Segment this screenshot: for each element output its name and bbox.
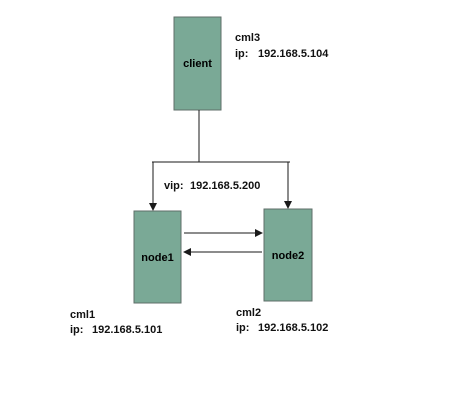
vip-label: vip: <box>164 180 184 192</box>
client-node: client <box>173 16 222 111</box>
node2-box <box>263 208 313 302</box>
client-ip-label: ip: <box>235 48 248 60</box>
node1-ip-label: ip: <box>70 324 83 336</box>
node1-box <box>133 210 182 304</box>
client-label: client <box>183 58 212 70</box>
vip-address: 192.168.5.200 <box>190 180 260 192</box>
node2-ip: 192.168.5.102 <box>258 322 328 334</box>
client-box <box>173 16 222 111</box>
client-host: cml3 <box>235 32 260 44</box>
node1-label: node1 <box>141 252 173 264</box>
node2-host: cml2 <box>236 307 261 319</box>
node2-node: node2 <box>263 208 313 302</box>
node2-label: node2 <box>272 250 304 262</box>
node1-node: node1 <box>133 210 182 304</box>
node1-ip: 192.168.5.101 <box>92 324 162 336</box>
node2-ip-label: ip: <box>236 322 249 334</box>
client-ip: 192.168.5.104 <box>258 48 329 60</box>
node1-host: cml1 <box>70 309 95 321</box>
